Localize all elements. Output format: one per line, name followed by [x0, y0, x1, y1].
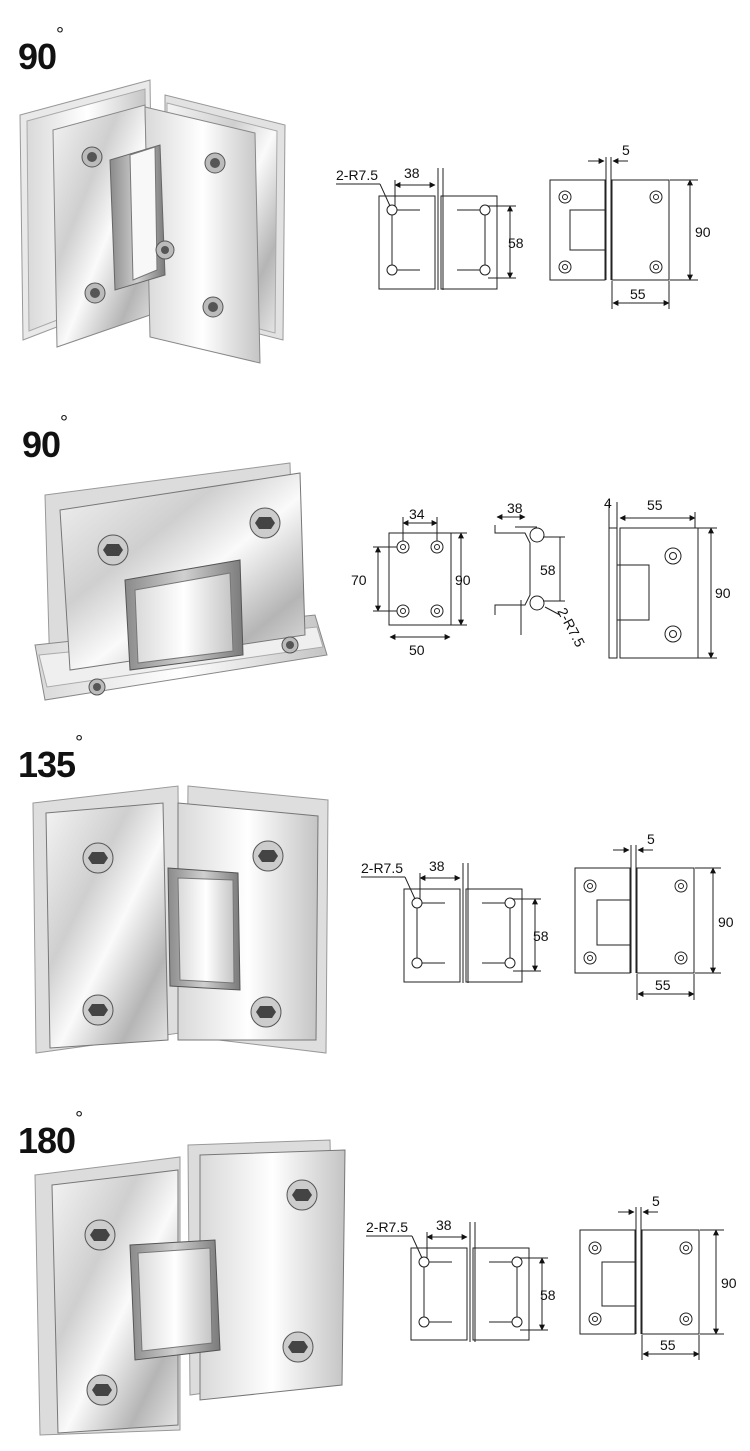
plan-drawing: 2-R7.5 38 58	[336, 165, 524, 290]
screw-icon	[88, 507, 299, 696]
plate-width-label: 55	[655, 977, 671, 993]
front-drawing: 5 90 55	[549, 142, 711, 309]
height-label: 90	[455, 572, 471, 588]
degree-symbol: °	[60, 412, 68, 434]
angle-label: 90°	[22, 412, 68, 465]
front-drawing: 5 90 55	[574, 831, 734, 1000]
top-spacing-label: 34	[409, 506, 425, 522]
hinge-photo	[19, 79, 286, 364]
height-label: 90	[718, 914, 734, 930]
width-label: 50	[409, 642, 425, 658]
plate-width-label: 55	[647, 497, 663, 513]
gap-label: 5	[622, 142, 630, 158]
plate-width-label: 55	[660, 1337, 676, 1353]
hinge-section-1: 90 °	[0, 0, 750, 400]
hole-spacing-label: 38	[436, 1217, 452, 1233]
slot-height-label: 58	[533, 928, 549, 944]
plate-height-label: 90	[715, 585, 731, 601]
plate-drawing: 34 70 90 50	[351, 506, 471, 658]
height-label: 90	[695, 224, 711, 240]
screw-hole-icon	[583, 879, 688, 965]
hinge-section-3: 135° 2-R7.5 38	[0, 730, 750, 1080]
radius-label: 2-R7.5	[554, 605, 588, 650]
plate-width-label: 55	[630, 286, 646, 302]
gap-label: 5	[647, 831, 655, 847]
front-drawing: 5 90 55	[579, 1193, 737, 1360]
screw-hole-icon	[588, 1241, 693, 1326]
thickness-label: 4	[604, 495, 612, 511]
radius-label: 2-R7.5	[361, 860, 403, 876]
radius-label: 2-R7.5	[336, 167, 378, 183]
degree-symbol: °	[75, 1108, 83, 1130]
screw-hole-icon	[558, 190, 663, 274]
hinge-photo	[34, 1139, 346, 1436]
plan-drawing: 2-R7.5 38 58	[366, 1217, 556, 1342]
screw-hole-icon	[664, 547, 682, 643]
degree-symbol: °	[56, 24, 64, 46]
hole-spacing-label: 38	[404, 165, 420, 181]
hinge-section-2: 90 °	[0, 400, 750, 730]
hole-spacing-label: 38	[429, 858, 445, 874]
hinge-photo	[32, 785, 329, 1054]
plan-drawing: 2-R7.5 38 58	[361, 858, 549, 983]
hinge-photo	[34, 462, 328, 701]
profile-drawing: 38 58 2-R7.5	[494, 500, 588, 650]
screw-icon	[82, 840, 284, 1028]
screw-icon	[81, 146, 226, 318]
slot-height-label: 58	[508, 235, 524, 251]
radius-label: 2-R7.5	[366, 1219, 408, 1235]
offset-label: 38	[507, 500, 523, 516]
screw-hole-icon	[396, 540, 444, 618]
angle-label: 180°	[18, 1108, 83, 1161]
vertical-spacing-label: 70	[351, 572, 367, 588]
side-drawing: 4 55 90	[604, 495, 731, 659]
hinge-section-4: 180° 2-R7.5 38	[0, 1080, 750, 1451]
height-label: 90	[721, 1275, 737, 1291]
angle-label: 135°	[18, 732, 83, 785]
slot-height-label: 58	[540, 562, 556, 578]
gap-label: 5	[652, 1193, 660, 1209]
angle-label: 90°	[18, 24, 64, 77]
slot-height-label: 58	[540, 1287, 556, 1303]
degree-symbol: °	[75, 732, 83, 754]
screw-icon	[84, 1179, 318, 1406]
